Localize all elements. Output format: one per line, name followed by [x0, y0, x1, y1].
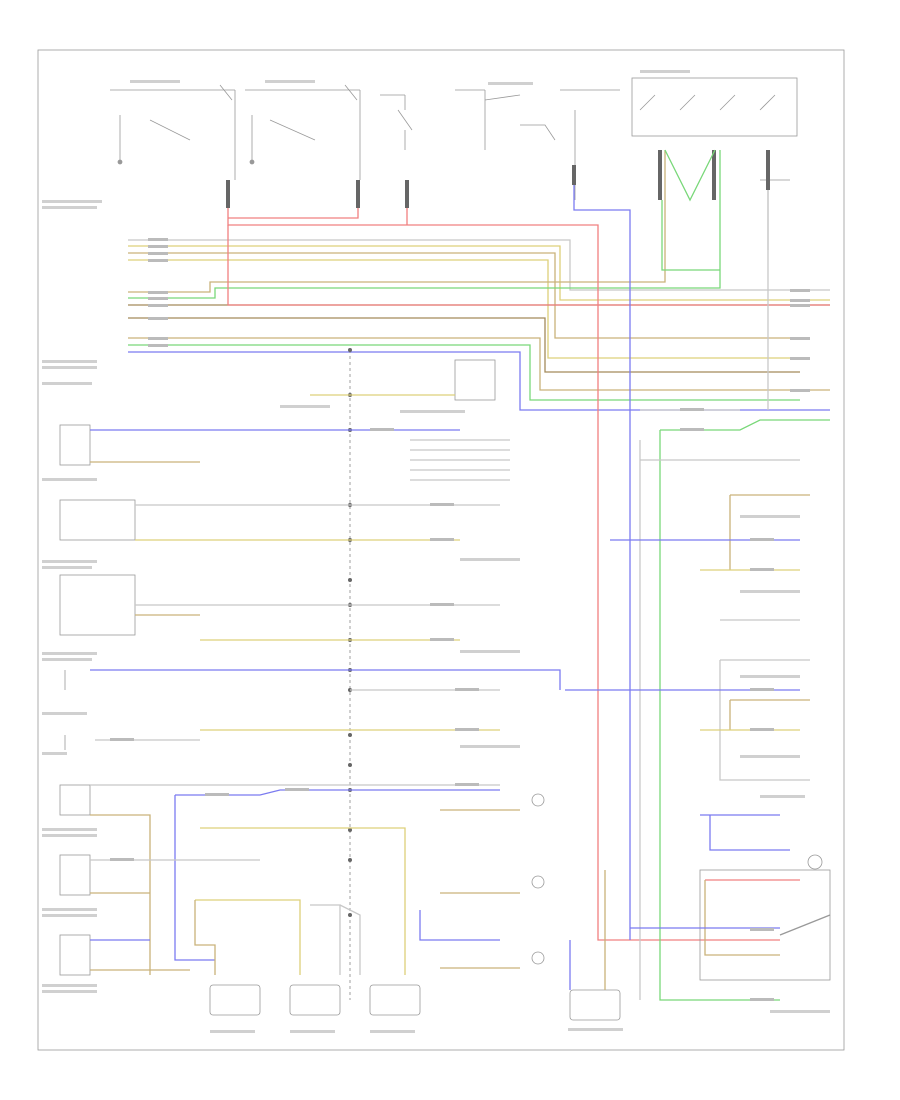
- right-door-contacts: [251, 115, 316, 160]
- relay-box: [631, 77, 798, 137]
- right-fuse-block: [760, 179, 790, 250]
- right-lower-box: [699, 869, 831, 981]
- wire-yellow-1: [128, 245, 830, 301]
- wire-green-1: [128, 150, 721, 299]
- emergency-flasher: [59, 574, 136, 636]
- lamp-3: [531, 951, 545, 965]
- wire-green-2: [128, 344, 800, 401]
- ignition-switch: [560, 89, 620, 200]
- rear-motor: [569, 989, 621, 1021]
- left-wires: [90, 394, 606, 990]
- wire-gray-1: [128, 239, 830, 291]
- brake-switch: [59, 499, 136, 541]
- fuse-panel: [455, 89, 556, 150]
- label-blocks: [42, 70, 830, 1033]
- wire-yellow-2: [128, 259, 800, 359]
- motor-1: [209, 984, 261, 1016]
- left-door-contacts: [119, 115, 191, 160]
- harness-lines: [128, 149, 830, 941]
- wire-tan-1: [128, 252, 800, 339]
- relay-module: [454, 359, 496, 401]
- right-panel-light: [59, 934, 91, 976]
- left-components: [59, 359, 831, 1021]
- wire-tan-2: [128, 150, 666, 293]
- wire-tags: [110, 238, 810, 1001]
- wire-red-3: [228, 208, 359, 219]
- wire-red-2: [227, 225, 830, 306]
- diagram-border: [37, 49, 845, 1051]
- left-door-switch: [110, 84, 236, 180]
- wire-blue-main: [573, 185, 631, 940]
- fuse-block-a: [380, 94, 413, 150]
- lamp-1: [531, 793, 545, 807]
- relay-contacts: [639, 94, 776, 111]
- wire-tan-3: [128, 337, 830, 391]
- motor-3: [369, 984, 421, 1016]
- lamp-2: [531, 875, 545, 889]
- wire-brown-2: [128, 317, 800, 373]
- right-door-switch: [245, 84, 361, 180]
- hazard-switch: [59, 424, 91, 466]
- left-panel-light: [59, 784, 91, 816]
- center-panel-light: [59, 854, 91, 896]
- wire-red-main: [227, 208, 780, 941]
- motor-2: [289, 984, 341, 1016]
- top-components: [110, 77, 798, 250]
- top-connectors: [226, 150, 770, 208]
- wire-blue-1: [128, 351, 830, 411]
- lamp-4: [807, 854, 823, 870]
